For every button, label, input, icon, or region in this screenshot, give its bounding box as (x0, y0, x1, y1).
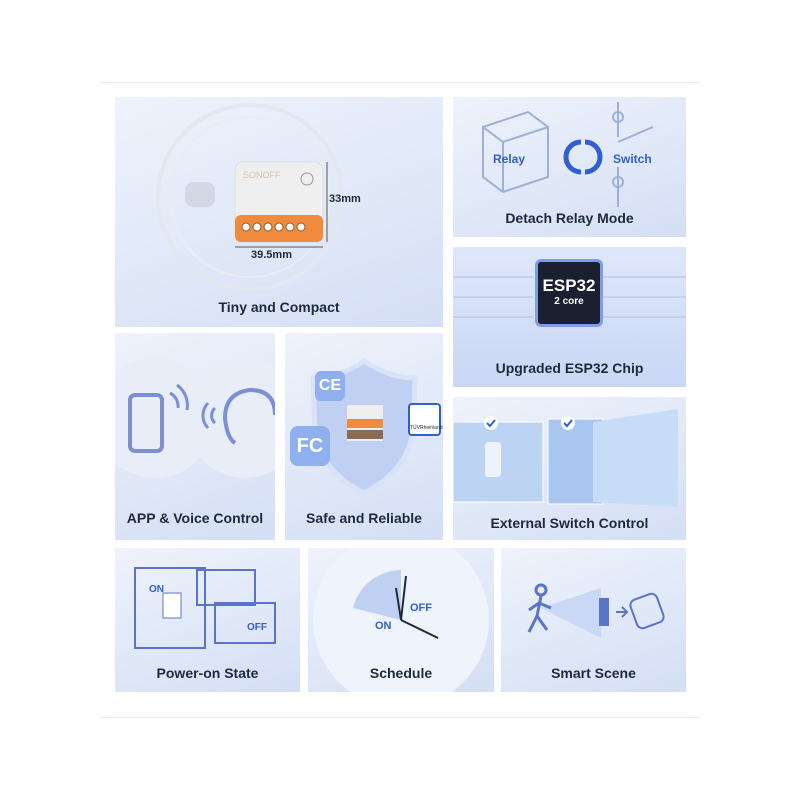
feature-esp32: ESP32 2 core Upgraded ESP32 Chip (453, 247, 686, 387)
feature-power-on: ON OFF Power-on State (115, 548, 300, 692)
feature-label: Schedule (369, 665, 433, 681)
on-label: ON (149, 584, 164, 595)
fcc-badge: FC (290, 426, 330, 466)
motion-sensor-icon (527, 583, 665, 638)
feature-external-switch: External Switch Control (453, 397, 686, 540)
ce-badge: CE (315, 371, 345, 401)
switch-label: Switch (613, 152, 652, 166)
feature-detach-relay: Relay Switch Detach Relay Mode (453, 97, 686, 237)
phone-voice-icon (115, 358, 275, 478)
feature-label: Tiny and Compact (218, 299, 340, 315)
width-dimension: 39.5mm (251, 249, 292, 261)
relay-label: Relay (493, 152, 526, 166)
chip-icon: ESP32 2 core (535, 259, 603, 327)
rooms-icon (134, 567, 276, 649)
frame (100, 82, 700, 718)
feature-label: Power-on State (156, 665, 259, 681)
feature-smart-scene: Smart Scene (501, 548, 686, 692)
on-label: ON (375, 620, 392, 632)
feature-schedule: OFF ON Schedule (308, 548, 494, 692)
feature-tiny-compact: SONOFF 33mm 39.5mm Tiny and Compact (115, 97, 443, 327)
relay-switch-icon (482, 102, 654, 207)
feature-app-voice: APP & Voice Control (115, 333, 275, 540)
feature-label: Upgraded ESP32 Chip (495, 360, 644, 376)
feature-label: Safe and Reliable (306, 510, 422, 526)
device-illustration (156, 103, 344, 291)
off-label: OFF (410, 602, 432, 614)
circuit-lines (453, 276, 686, 318)
clock-icon (313, 548, 489, 692)
height-dimension: 33mm (329, 193, 361, 205)
off-label: OFF (247, 622, 267, 633)
feature-label: External Switch Control (490, 515, 649, 531)
wall-switch-icon (453, 409, 678, 507)
feature-label: APP & Voice Control (126, 510, 264, 526)
chip-name: ESP32 (542, 276, 596, 295)
tuv-badge: TÜVRheinland (408, 403, 443, 436)
brand-text: SONOFF (243, 170, 281, 180)
chip-sub: 2 core (554, 296, 584, 307)
feature-label: Smart Scene (551, 665, 636, 681)
feature-safe: CE FC TÜVRheinland Safe and Reliable (285, 333, 443, 540)
feature-label: Detach Relay Mode (505, 210, 634, 226)
